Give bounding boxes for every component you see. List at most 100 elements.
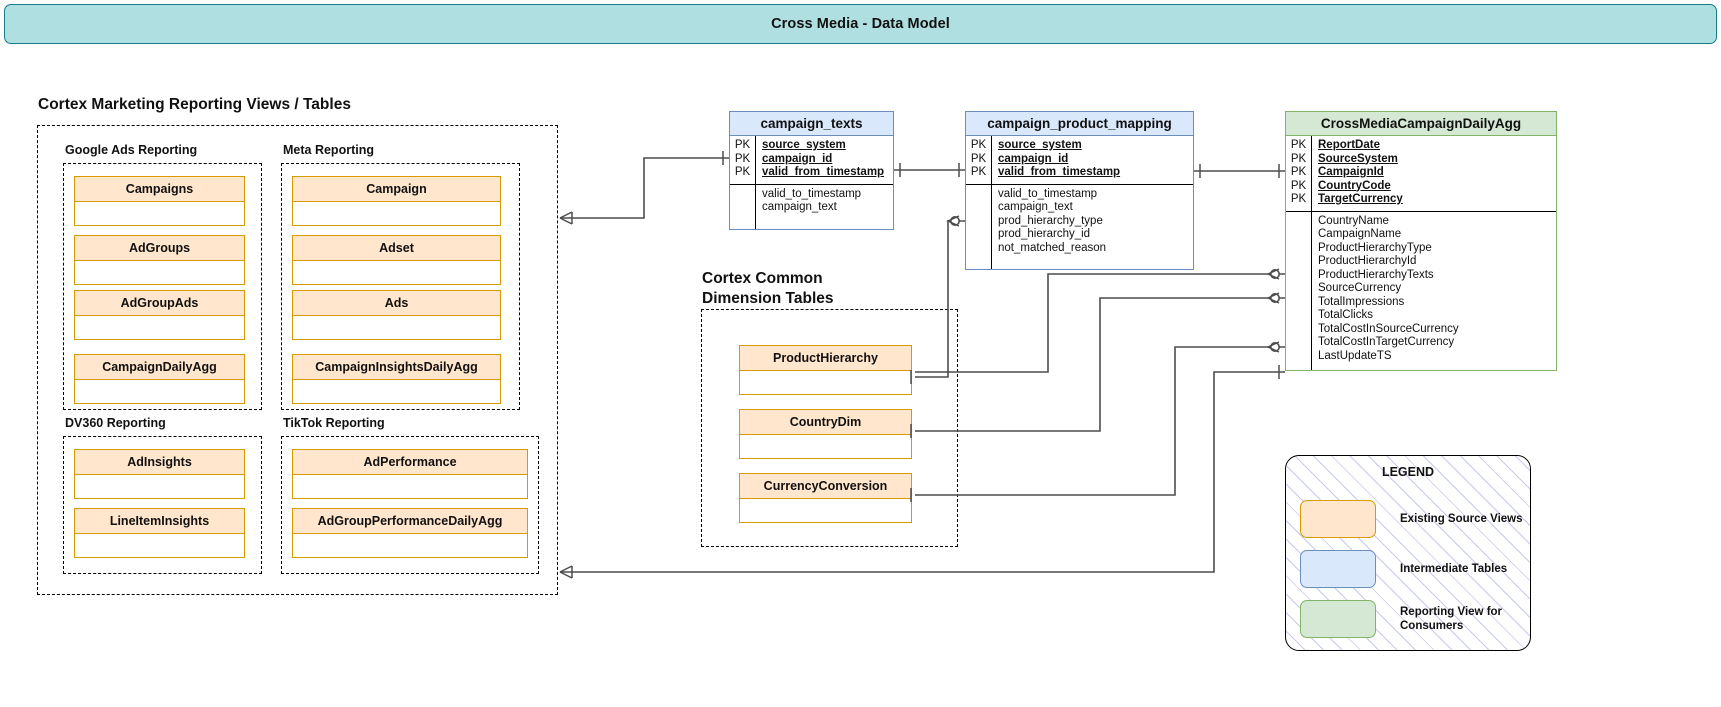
- table-campaign-texts-attr-fields: valid_to_timestamp campaign_text: [756, 185, 893, 229]
- key-field: campaign_id: [998, 152, 1069, 165]
- entity-adperformance[interactable]: AdPerformance: [292, 449, 528, 499]
- entity-campaigns-body: [74, 202, 245, 226]
- table-cross-media-attr-badges: [1286, 211, 1312, 370]
- group-container-meta: [281, 163, 520, 410]
- cortex-common-section-title: Cortex Common Dimension Tables: [702, 270, 834, 307]
- attr-field: not_matched_reason: [998, 241, 1107, 254]
- key-field: TargetCurrency: [1318, 193, 1403, 205]
- entity-adgroups-body: [74, 261, 245, 285]
- link-currencyconversion-to-crossmedia: [915, 346, 1285, 496]
- attr-field: campaign_text: [762, 201, 837, 213]
- diagram-title-banner: Cross Media - Data Model: [4, 4, 1717, 44]
- link-producthierarchy-to-crossmedia: [915, 273, 1285, 373]
- entity-countrydim[interactable]: CountryDim: [739, 409, 912, 459]
- table-cross-media-campaign-daily-agg-title: CrossMediaCampaignDailyAgg: [1286, 112, 1556, 136]
- table-cross-media-attr-fields: CountryName CampaignName ProductHierarch…: [1312, 212, 1556, 370]
- attr-field: ProductHierarchyId: [1318, 255, 1417, 267]
- table-campaign-texts[interactable]: campaign_texts PK PK PK source_system ca…: [729, 111, 894, 230]
- pk-badge: PK: [734, 166, 751, 178]
- entity-ads[interactable]: Ads: [292, 290, 501, 340]
- entity-producthierarchy-label: ProductHierarchy: [739, 345, 912, 371]
- entity-lineiteminsights-body: [74, 534, 245, 558]
- diagram-title: Cross Media - Data Model: [771, 16, 950, 32]
- group-title-dv360: DV360 Reporting: [65, 416, 166, 430]
- attr-field: prod_hierarchy_type: [998, 214, 1103, 227]
- table-campaign-product-mapping-key-fields: source_system campaign_id valid_from_tim…: [992, 136, 1193, 184]
- entity-adset-label: Adset: [292, 235, 501, 261]
- table-campaign-texts-title: campaign_texts: [730, 112, 893, 136]
- group-title-meta: Meta Reporting: [283, 143, 374, 157]
- entity-adinsights-body: [74, 475, 245, 499]
- zero-circle-cpm: [949, 216, 960, 227]
- crowsfoot-ph-cm: [1266, 268, 1280, 280]
- entity-campaigns-label: Campaigns: [74, 176, 245, 202]
- entity-adperformance-body: [292, 475, 528, 499]
- key-field: CampaignId: [1318, 166, 1384, 178]
- entity-meta-campaign[interactable]: Campaign: [292, 176, 501, 226]
- pk-badge: PK: [1290, 139, 1307, 151]
- entity-campaigndailyagg-body: [74, 380, 245, 404]
- table-cross-media-key-fields: ReportDate SourceSystem CampaignId Count…: [1312, 136, 1556, 211]
- table-campaign-texts-key-fields: source_system campaign_id valid_from_tim…: [756, 136, 893, 184]
- attr-field: ProductHierarchyType: [1318, 241, 1432, 254]
- entity-campaigns[interactable]: Campaigns: [74, 176, 245, 226]
- entity-meta-campaign-label: Campaign: [292, 176, 501, 202]
- cortex-marketing-section-title: Cortex Marketing Reporting Views / Table…: [38, 96, 351, 113]
- key-field: campaign_id: [762, 152, 833, 165]
- attr-field: TotalImpressions: [1318, 295, 1405, 308]
- entity-currencyconversion[interactable]: CurrencyConversion: [739, 473, 912, 523]
- group-title-tiktok: TikTok Reporting: [283, 416, 385, 430]
- key-field: CountryCode: [1318, 179, 1391, 192]
- crowsfoot-cpm: [946, 215, 960, 227]
- entity-countrydim-body: [739, 435, 912, 459]
- legend-label-reporting-view: Reporting View for Consumers: [1400, 606, 1503, 632]
- entity-adgroups[interactable]: AdGroups: [74, 235, 245, 285]
- table-campaign-texts-key-badges: PK PK PK: [730, 136, 756, 184]
- entity-adinsights[interactable]: AdInsights: [74, 449, 245, 499]
- entity-campaigninsightsdailyagg-label: CampaignInsightsDailyAgg: [292, 354, 501, 380]
- table-campaign-texts-attr-badges: [730, 184, 756, 229]
- legend-item-reporting-view: Reporting View for Consumers: [1300, 600, 1502, 638]
- attr-field: prod_hierarchy_id: [998, 228, 1091, 240]
- legend-item-intermediate-tables: Intermediate Tables: [1300, 550, 1507, 588]
- legend-swatch-orange: [1300, 500, 1376, 538]
- pk-badge: PK: [734, 139, 751, 151]
- group-container-dv360: [63, 436, 262, 574]
- legend-box: LEGEND Existing Source Views Intermediat…: [1285, 455, 1531, 651]
- table-campaign-product-mapping-keys: PK PK PK source_system campaign_id valid…: [966, 136, 1193, 185]
- attr-field: valid_to_timestamp: [998, 187, 1098, 200]
- entity-adinsights-label: AdInsights: [74, 449, 245, 475]
- legend-item-existing-source-views: Existing Source Views: [1300, 500, 1523, 538]
- pk-badge: PK: [1290, 179, 1307, 192]
- entity-campaigninsightsdailyagg-body: [292, 380, 501, 404]
- cortex-marketing-container: [37, 125, 558, 595]
- pk-badge: PK: [1290, 152, 1307, 165]
- entity-producthierarchy[interactable]: ProductHierarchy: [739, 345, 912, 395]
- table-cross-media-key-badges: PK PK PK PK PK: [1286, 136, 1312, 211]
- table-campaign-product-mapping[interactable]: campaign_product_mapping PK PK PK source…: [965, 111, 1194, 270]
- attr-field: campaign_text: [998, 201, 1073, 213]
- group-title-google-ads: Google Ads Reporting: [65, 143, 198, 157]
- table-campaign-product-mapping-title: campaign_product_mapping: [966, 112, 1193, 136]
- entity-adgroupads[interactable]: AdGroupAds: [74, 290, 245, 340]
- key-field: source_system: [998, 139, 1082, 151]
- attr-field: CountryName: [1318, 214, 1389, 227]
- table-cross-media-campaign-daily-agg-keys: PK PK PK PK PK ReportDate SourceSystem C…: [1286, 136, 1556, 212]
- attr-field: TotalCostInSourceCurrency: [1318, 322, 1459, 335]
- entity-campaigndailyagg[interactable]: CampaignDailyAgg: [74, 354, 245, 404]
- key-field: SourceSystem: [1318, 152, 1398, 165]
- entity-campaigninsightsdailyagg[interactable]: CampaignInsightsDailyAgg: [292, 354, 501, 404]
- table-cross-media-campaign-daily-agg[interactable]: CrossMediaCampaignDailyAgg PK PK PK PK P…: [1285, 111, 1557, 371]
- attr-field: TotalClicks: [1318, 309, 1373, 321]
- entity-lineiteminsights[interactable]: LineItemInsights: [74, 508, 245, 558]
- entity-adset[interactable]: Adset: [292, 235, 501, 285]
- entity-adgroupperformancedailyagg[interactable]: AdGroupPerformanceDailyAgg: [292, 508, 528, 558]
- table-campaign-product-mapping-attr-fields: valid_to_timestamp campaign_text prod_hi…: [992, 185, 1193, 269]
- entity-adgroupperformancedailyagg-body: [292, 534, 528, 558]
- entity-adgroupperformancedailyagg-label: AdGroupPerformanceDailyAgg: [292, 508, 528, 534]
- entity-adperformance-label: AdPerformance: [292, 449, 528, 475]
- table-campaign-texts-attrs: valid_to_timestamp campaign_text: [730, 184, 893, 229]
- pk-badge: PK: [970, 139, 987, 151]
- table-campaign-product-mapping-attrs: valid_to_timestamp campaign_text prod_hi…: [966, 184, 1193, 269]
